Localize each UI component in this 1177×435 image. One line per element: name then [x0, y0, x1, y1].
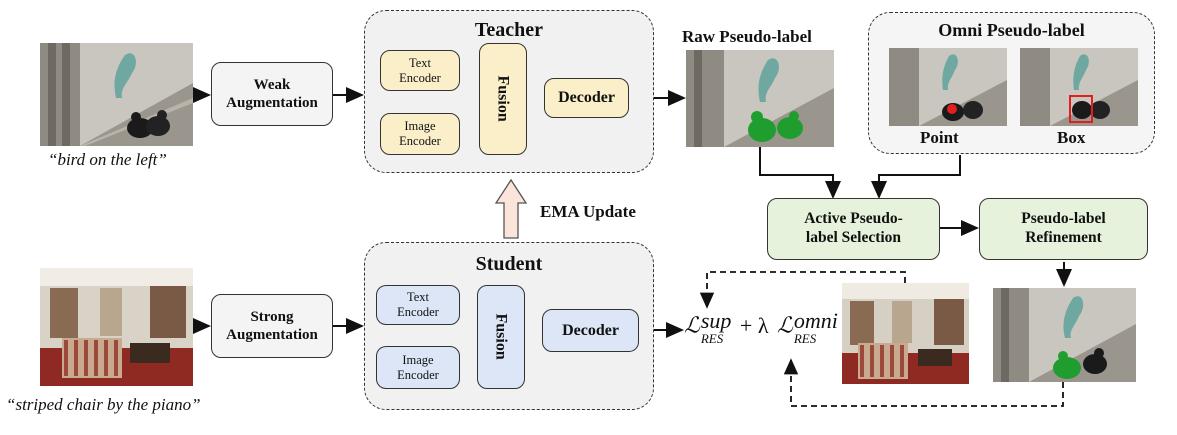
teacher-title: Teacher	[474, 19, 544, 41]
caption-room: “striped chair by the piano”	[6, 395, 201, 414]
ema-update-label: EMA Update	[540, 202, 636, 221]
teacher-text-encoder: Text Encoder	[380, 50, 460, 91]
student-image-encoder: Image Encoder	[376, 346, 460, 389]
caption-bird: “bird on the left”	[48, 150, 167, 169]
raw-pseudo-label-title: Raw Pseudo-label	[682, 27, 812, 46]
omni-box-label: Box	[1057, 128, 1086, 147]
omni-loss-subscript: RES	[793, 331, 817, 346]
omni-title: Omni Pseudo-label	[938, 20, 1085, 40]
student-decoder: Decoder	[542, 309, 639, 352]
omni-loss-superscript: omni	[793, 308, 838, 333]
student-text-encoder: Text Encoder	[376, 285, 460, 325]
omni-box-image	[1020, 48, 1138, 126]
teacher-decoder: Decoder	[544, 78, 629, 118]
sup-loss-symbol: ℒ	[684, 312, 700, 338]
student-title: Student	[475, 253, 543, 275]
arrow-raw-to-selection	[759, 145, 841, 199]
loss-plus-lambda: + λ	[739, 312, 769, 338]
dashed-arrow-to-omni-loss	[783, 358, 1064, 407]
ema-arrow	[494, 178, 528, 239]
omni-point-image	[889, 48, 1007, 126]
student-mask-image	[842, 283, 969, 384]
teacher-image-encoder: Image Encoder	[380, 113, 460, 155]
active-pseudo-label-selection: Active Pseudo- label Selection	[767, 198, 940, 260]
teacher-fusion: Fusion	[479, 43, 527, 155]
strong-augmentation-box: Strong Augmentation	[211, 294, 333, 358]
arrow-omni-to-selection	[871, 155, 961, 199]
pseudo-label-refinement: Pseudo-label Refinement	[979, 198, 1148, 260]
sup-loss-subscript: RES	[700, 331, 724, 346]
student-fusion: Fusion	[477, 285, 525, 389]
omni-loss-symbol: ℒ	[777, 312, 793, 338]
omni-point-label: Point	[920, 128, 959, 147]
raw-pseudo-label-image	[686, 50, 834, 147]
dashed-arrow-to-sup-loss	[699, 271, 906, 309]
sup-loss-superscript: sup	[700, 308, 732, 333]
input-image-bird	[40, 43, 193, 146]
refined-pseudo-label-image	[993, 288, 1136, 382]
input-image-room	[40, 268, 193, 386]
weak-augmentation-box: Weak Augmentation	[211, 62, 333, 126]
